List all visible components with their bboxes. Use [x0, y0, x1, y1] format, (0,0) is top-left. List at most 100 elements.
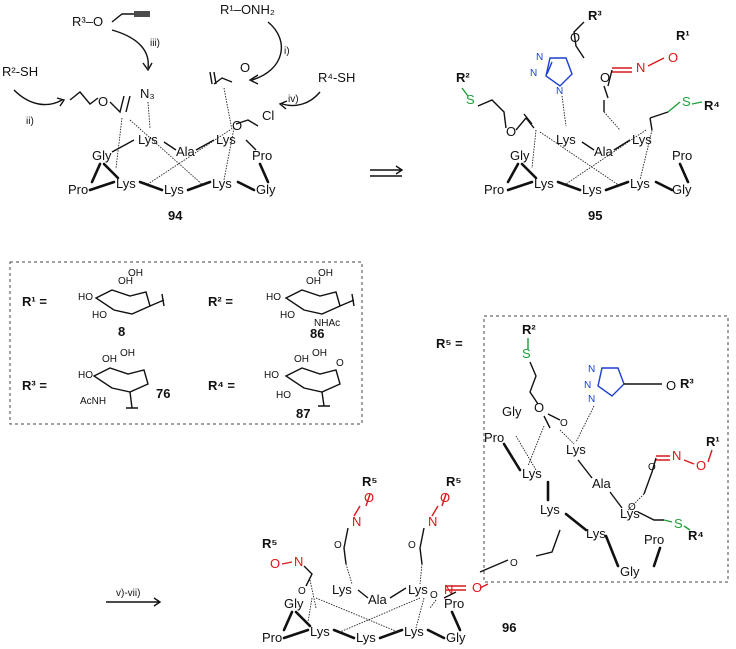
backbone-96	[282, 610, 462, 640]
lys-95-c: Lys	[534, 176, 554, 191]
ester-carbonyl	[109, 95, 125, 114]
svg-text:O: O	[334, 540, 342, 551]
svg-text:Gly: Gly	[446, 630, 466, 645]
svg-text:O: O	[666, 378, 676, 393]
aldehyde-linker	[223, 87, 233, 131]
svg-text:O: O	[270, 556, 280, 571]
svg-text:O: O	[408, 540, 416, 551]
svg-text:N: N	[588, 364, 595, 375]
propyl-chain-95	[477, 99, 507, 129]
svg-text:HO: HO	[276, 390, 291, 401]
svg-text:Lys: Lys	[356, 630, 376, 645]
oxime-o-95: O	[668, 50, 678, 65]
ala-94: Ala	[176, 144, 196, 159]
arrowhead-iv	[278, 100, 288, 110]
svg-text:OH: OH	[294, 354, 309, 365]
sugar-86: HO HO OH OH NHAc	[266, 268, 355, 329]
r3-o-linker-95	[573, 21, 585, 59]
r5-backbone	[502, 442, 662, 568]
legend-r4: R⁴ =	[208, 378, 235, 393]
svg-text:OH: OH	[102, 354, 117, 365]
backbone-94-bottom	[88, 180, 212, 192]
svg-text:O: O	[510, 558, 518, 569]
ketone-o	[209, 71, 217, 85]
legend-r1: R¹ =	[22, 294, 47, 309]
svg-text:Lys: Lys	[620, 506, 640, 521]
chloroacetyl-o: O	[232, 118, 242, 133]
oxime-carbonyl-o-95: O	[600, 70, 610, 85]
svg-text:O: O	[472, 580, 482, 595]
sugar-76-number: 76	[156, 386, 170, 401]
svg-text:HO: HO	[264, 370, 279, 381]
lys-95-e: Lys	[630, 176, 650, 191]
sub-r4-r5: R⁴	[688, 528, 704, 543]
thio-s-r2-95: S	[466, 92, 475, 107]
compound-94: R³–O R¹–ONH₂ R²-SH R⁴-SH iii) i) ii) iv)…	[2, 2, 355, 223]
compound-95: R³ O N N N R¹ O N O R² S O R⁴ S Lys Ala …	[456, 8, 720, 223]
pro-94-a: Pro	[252, 148, 272, 163]
allyl-ester	[69, 91, 99, 105]
thioether-r4-95	[667, 101, 703, 113]
svg-text:Pro: Pro	[484, 430, 504, 445]
svg-text:NHAc: NHAc	[314, 318, 340, 329]
step-v-vii-label: v)-vii)	[116, 588, 140, 599]
lys-94-e: Lys	[212, 176, 232, 191]
svg-text:Lys: Lys	[310, 624, 330, 639]
svg-text:Lys: Lys	[522, 466, 542, 481]
svg-text:OH: OH	[128, 268, 143, 279]
oxime-bonds-96	[281, 493, 489, 591]
oxime-bond-95	[612, 57, 665, 73]
alkyne-triple-bond	[134, 11, 150, 17]
svg-text:Lys: Lys	[586, 526, 606, 541]
svg-text:HO: HO	[280, 310, 295, 321]
svg-text:N: N	[428, 514, 437, 529]
sub-r4-95: R⁴	[704, 98, 720, 113]
svg-text:O: O	[534, 400, 544, 415]
thio-s-r5-a: S	[522, 346, 531, 361]
svg-text:O: O	[560, 418, 568, 429]
sub-r5-96-b: R⁵	[446, 474, 462, 489]
step-i-label: i)	[284, 46, 290, 57]
lys-94-c: Lys	[116, 176, 136, 191]
arrowhead-iii	[142, 62, 153, 72]
svg-text:N: N	[294, 554, 303, 569]
sub-r3-r5: R³	[680, 376, 694, 391]
svg-text:OH: OH	[120, 348, 135, 359]
arrowhead-ii	[56, 97, 66, 107]
crosslinks-95	[531, 129, 653, 187]
backbone-95-top	[581, 139, 631, 151]
sugar-86-number: 86	[310, 326, 324, 341]
reagent-r2-label: R²-SH	[2, 64, 38, 79]
sub-r3-95: R³	[588, 8, 602, 23]
sub-r2-r5: R²	[522, 322, 536, 337]
legend-r5: R⁵ =	[436, 336, 463, 351]
oxime-n-95: N	[636, 60, 645, 75]
reagent-r4-label: R⁴-SH	[318, 70, 355, 85]
gly-94-b: Gly	[256, 182, 276, 197]
svg-text:OH: OH	[118, 276, 133, 287]
svg-text:Gly: Gly	[284, 596, 304, 611]
oxime-carbonyl-95	[603, 69, 613, 112]
lys-94-b: Lys	[216, 132, 236, 147]
gly-94-a: Gly	[92, 148, 112, 163]
thio-s-r4-r5: S	[674, 516, 683, 531]
svg-text:O: O	[336, 358, 344, 369]
arrow-step-i	[251, 21, 283, 81]
sub-r5-96-a: R⁵	[362, 474, 378, 489]
crosslinks-94	[115, 117, 235, 187]
svg-text:Gly: Gly	[620, 564, 640, 579]
svg-text:N: N	[536, 52, 543, 63]
svg-text:N: N	[556, 86, 563, 97]
svg-text:Lys: Lys	[540, 502, 560, 517]
thioether-r2-95	[461, 87, 469, 97]
sub-r5-96-c: R⁵	[262, 536, 278, 551]
arrow-step-iv	[281, 91, 321, 107]
ester-o-95: O	[506, 124, 516, 139]
svg-text:Pro: Pro	[444, 596, 464, 611]
sugar-87-number: 87	[296, 406, 310, 421]
svg-text:N: N	[588, 394, 595, 405]
ala-95: Ala	[594, 144, 614, 159]
ester-double-bond	[125, 95, 131, 113]
acetyl-95	[649, 111, 669, 131]
svg-text:Lys: Lys	[332, 582, 352, 597]
